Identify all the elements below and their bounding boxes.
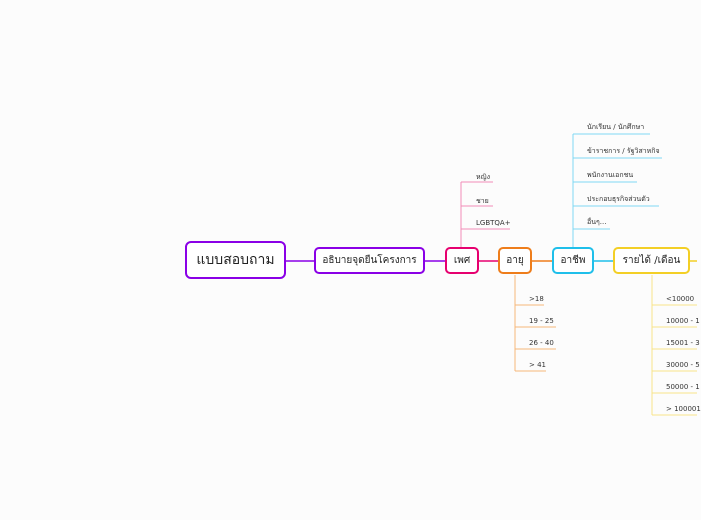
occupation-node[interactable]: อาชีพ: [552, 247, 594, 274]
gender-item-female[interactable]: หญิง: [476, 173, 490, 181]
gender-item-male[interactable]: ชาย: [476, 197, 489, 205]
age-node[interactable]: อายุ: [498, 247, 532, 274]
occupation-item-student[interactable]: นักเรียน / นักศึกษา: [587, 123, 645, 131]
age-item-2[interactable]: 19 - 25: [529, 317, 554, 325]
age-item-1[interactable]: >18: [529, 295, 544, 303]
income-item-3[interactable]: 15001 - 3: [666, 339, 700, 347]
income-item-1[interactable]: <10000: [666, 295, 695, 303]
income-item-6[interactable]: > 100001: [666, 405, 701, 413]
gender-item-lgbtqa[interactable]: LGBTQA+: [476, 219, 511, 227]
age-item-3[interactable]: 26 - 40: [529, 339, 554, 347]
income-item-2[interactable]: 10000 - 1: [666, 317, 700, 325]
root-node[interactable]: แบบสอบถาม: [185, 241, 286, 279]
income-item-5[interactable]: 50000 - 1: [666, 383, 700, 391]
occupation-item-civil-servant[interactable]: ข้าราชการ / รัฐวิสาหกิจ: [587, 147, 660, 155]
income-item-4[interactable]: 30000 - 5: [666, 361, 700, 369]
income-node[interactable]: รายได้ /เดือน: [613, 247, 690, 274]
occupation-item-private-employee[interactable]: พนักงานเอกชน: [587, 171, 634, 179]
age-item-4[interactable]: > 41: [529, 361, 546, 369]
gender-node[interactable]: เพศ: [445, 247, 479, 274]
description-node[interactable]: อธิบายจุดยืนโครงการ: [314, 247, 425, 274]
occupation-item-business-owner[interactable]: ประกอบธุรกิจส่วนตัว: [587, 195, 650, 203]
occupation-item-other[interactable]: อื่นๆ...: [587, 218, 607, 226]
